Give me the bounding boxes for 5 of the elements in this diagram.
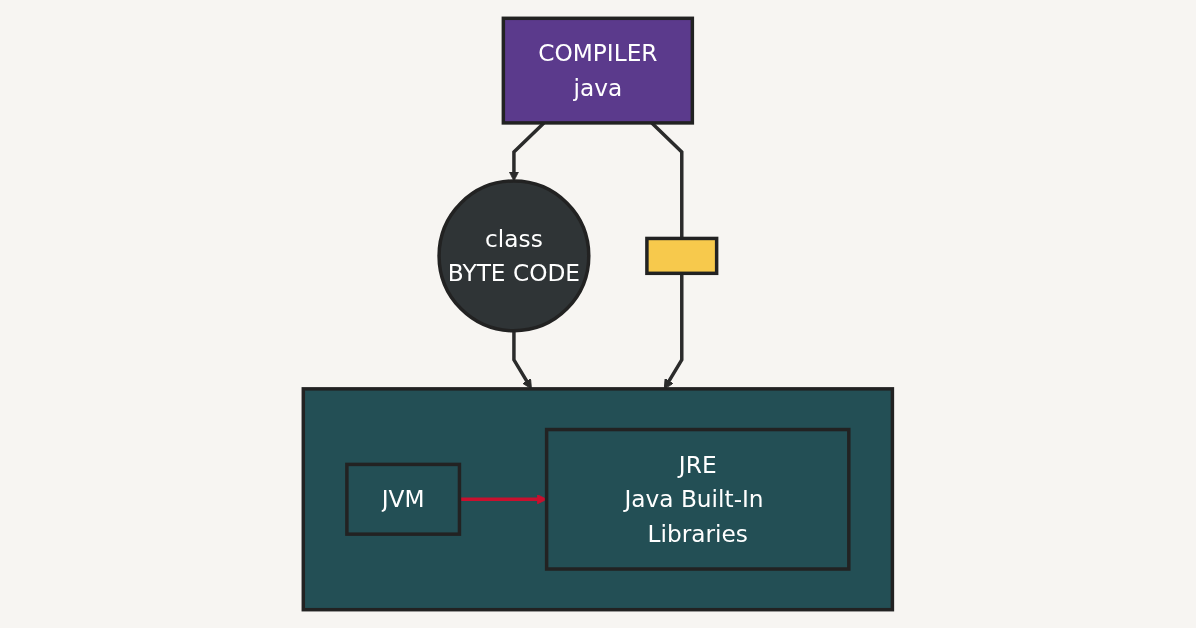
node-box: COMPILER java <box>501 16 695 125</box>
cluster <box>301 387 895 612</box>
node-box <box>645 236 719 276</box>
node-box: JRE Java Built-In Libraries <box>545 427 851 571</box>
node-circle: class BYTE CODE <box>437 179 591 333</box>
